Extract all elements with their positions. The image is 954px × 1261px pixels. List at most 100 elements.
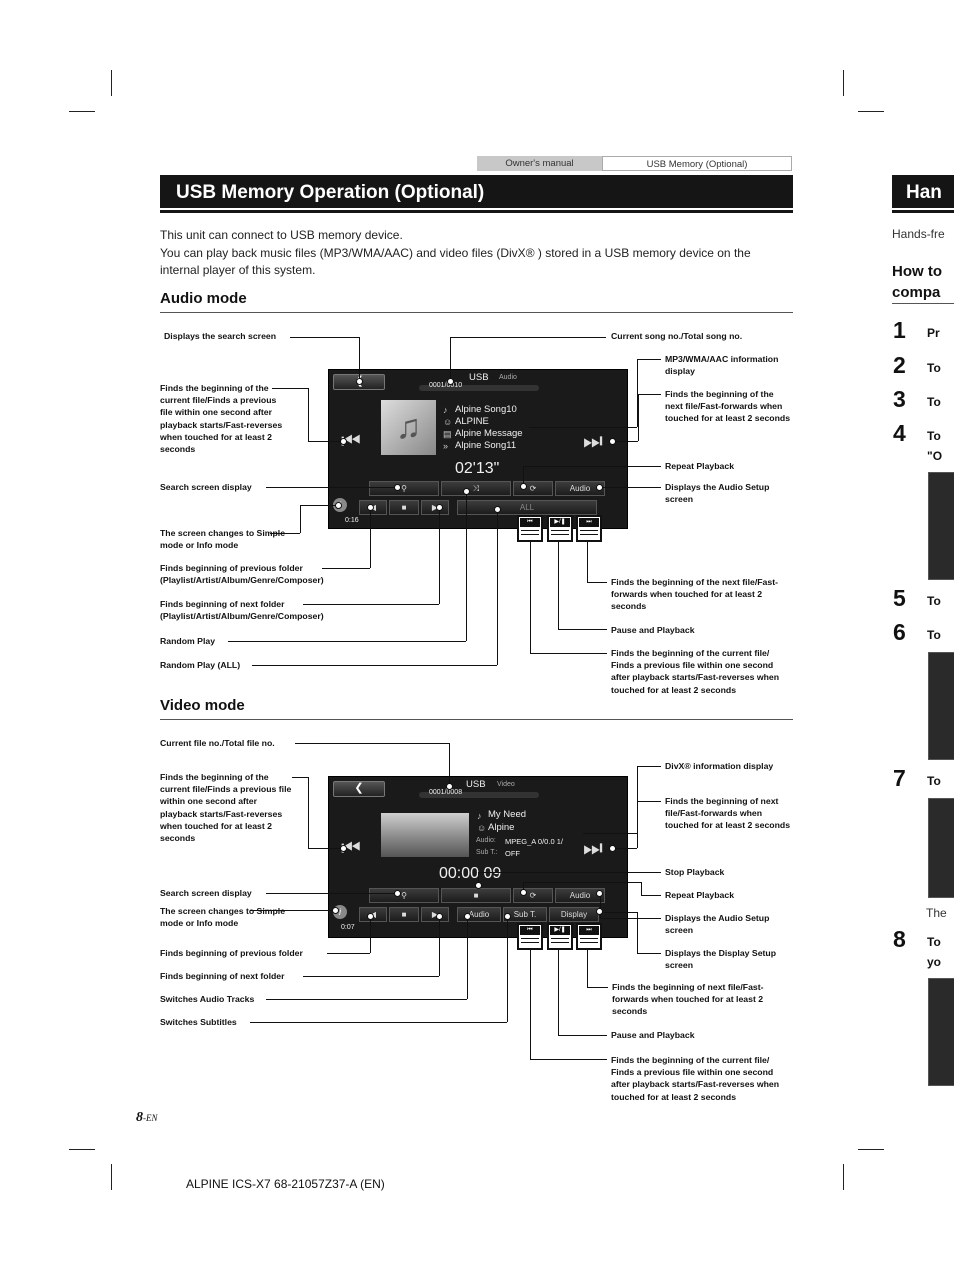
step-text: To (927, 361, 941, 375)
video-audio-label: Audio: (476, 837, 496, 844)
next-folder-button[interactable]: ▶ (421, 500, 449, 515)
right-page-screenshot (928, 978, 954, 1086)
video-label-audio-tracks: Switches Audio Tracks (160, 994, 255, 1004)
intro-line1: This unit can connect to USB memory devi… (160, 228, 403, 242)
audio-label-search-display: Search screen display (160, 482, 252, 492)
step-number: 4 (893, 420, 906, 446)
video-label-display-setup: Displays the Display Setup screen (665, 948, 777, 971)
song-info-icons: ♪☺▤» (443, 405, 453, 451)
video-label-next-file2: Finds the beginning of next file/Fast-fo… (612, 982, 764, 1017)
audio-label-random: Random Play (160, 636, 216, 646)
intro-line2: You can play back music files (MP3/WMA/A… (160, 245, 751, 278)
playback-time: 02'13" (455, 460, 500, 477)
video-label-simple-mode: The screen changes to Simple mode or Inf… (160, 906, 286, 929)
album-art: ♫ (381, 400, 436, 455)
prev-file-icon[interactable]: ⏮ (341, 428, 361, 453)
video-label-search-display: Search screen display (160, 888, 252, 898)
video-next-file-box[interactable]: ⏭ (576, 923, 602, 950)
stop-button[interactable]: ■ (441, 888, 511, 903)
right-page-screenshot (928, 652, 954, 760)
audio-label-random-all: Random Play (ALL) (160, 660, 241, 670)
display-setup-button[interactable]: Display (549, 907, 599, 922)
video-title: My Need (488, 809, 527, 820)
step-text: To (927, 935, 941, 949)
audio-label-next-folder: Finds beginning of next folder (Playlist… (160, 599, 324, 622)
audio-next-file-box[interactable]: ⏭ (576, 515, 602, 542)
back-button[interactable]: ❮ (333, 781, 385, 797)
page-number: 8-EN (136, 1110, 158, 1126)
title-rule (160, 210, 793, 213)
right-page-sub: Hands-fre (892, 227, 945, 241)
audio-setup-button[interactable]: Audio (555, 888, 605, 903)
right-page-heading-rule (892, 303, 954, 304)
audio-pause-box[interactable]: ▶/❚ (547, 515, 573, 542)
audio-setup-button[interactable]: Audio (555, 481, 605, 496)
folder-button[interactable]: ■ (389, 500, 419, 515)
video-status-clock: 0:07 (341, 924, 355, 931)
right-page-screenshot (928, 798, 954, 898)
step-number: 7 (893, 765, 906, 791)
repeat-button[interactable]: ⟳ (513, 888, 553, 903)
prev-file-icon[interactable]: ⏮ (341, 835, 361, 860)
next-file-icon[interactable]: ⏭ (583, 835, 603, 860)
page-title: USB Memory Operation (Optional) (160, 175, 793, 208)
folder-button[interactable]: ■ (389, 907, 419, 922)
audio-label-audio-setup: Displays the Audio Setup screen (665, 482, 770, 505)
search-button[interactable]: ⚲ (369, 481, 439, 496)
video-artist: Alpine (488, 822, 515, 833)
page-number-value: 8 (136, 1110, 143, 1125)
repeat-button[interactable]: ⟳ (513, 481, 553, 496)
song-next: Alpine Song11 (455, 440, 517, 451)
video-label-prev-folder: Finds beginning of previous folder (160, 948, 303, 958)
step-number: 3 (893, 386, 906, 412)
audio-label-prev-folder: Finds beginning of previous folder (Play… (160, 563, 324, 586)
audio-label-song-no: Current song no./Total song no. (611, 331, 743, 341)
step-number: 5 (893, 585, 906, 611)
audio-mode-heading: Audio mode (160, 290, 247, 307)
audio-screen: ❮ USB Audio 0001/0010 ♫ Alpine Song10 AL… (328, 369, 628, 529)
step-text: To (927, 594, 941, 608)
audio-source-sub: Audio (499, 374, 517, 381)
status-clock: 0:16 (345, 517, 359, 524)
step-text: To (927, 395, 941, 409)
random-button[interactable]: ⤨ (441, 481, 511, 496)
subtitle-button[interactable]: Sub T. (503, 907, 547, 922)
step-number: 6 (893, 619, 906, 645)
video-info-icons: ♪☺ (477, 811, 487, 833)
search-button[interactable]: ⚲ (369, 888, 439, 903)
next-file-icon[interactable]: ⏭ (583, 428, 603, 453)
video-label-stop: Stop Playback (665, 867, 725, 877)
video-time: 00:00 09 (439, 865, 502, 882)
video-label-repeat: Repeat Playback (665, 890, 735, 900)
step-text: To (927, 628, 941, 642)
audio-label-repeat: Repeat Playback (665, 461, 735, 471)
video-label-pause: Pause and Playback (611, 1030, 695, 1040)
video-mode-rule (160, 719, 793, 720)
video-audio-value: MPEG_A 0/0.0 1/ (505, 837, 563, 846)
intro-text: This unit can connect to USB memory devi… (160, 227, 790, 280)
audio-source: USB (469, 372, 489, 383)
video-prev-file-box[interactable]: ⏮ (517, 923, 543, 950)
step-text: To (927, 774, 941, 788)
video-label-prev-file: Finds the beginning of the current file/… (160, 772, 292, 844)
video-label-next-file: Finds the beginning of next file/Fast-fo… (665, 796, 791, 831)
step-number: 8 (893, 926, 906, 952)
audio-prev-file-box[interactable]: ⏮ (517, 515, 543, 542)
footer-code: ALPINE ICS-X7 68-21057Z37-A (EN) (186, 1177, 385, 1191)
random-all-button[interactable]: ALL (457, 500, 597, 515)
video-source-sub: Video (497, 781, 515, 788)
page-number-suffix: -EN (143, 1113, 158, 1123)
next-folder-button[interactable]: ▶ (421, 907, 449, 922)
song-title: Alpine Song10 (455, 404, 517, 415)
video-label-divx-info: DivX® information display (665, 761, 774, 771)
audio-label-info: MP3/WMA/AAC information display (665, 354, 779, 377)
video-source: USB (466, 779, 486, 790)
video-pause-box[interactable]: ▶/❚ (547, 923, 573, 950)
right-page-note: The (926, 906, 947, 920)
audio-label-search-screen: Displays the search screen (164, 331, 277, 341)
song-counter: 0001/0010 (429, 382, 463, 389)
right-page-screenshot (928, 472, 954, 580)
right-page-banner: Han (892, 175, 954, 208)
right-page-heading1: How to (892, 263, 942, 280)
audio-label-prev-file: Finds the beginning of the current file/… (160, 383, 283, 455)
